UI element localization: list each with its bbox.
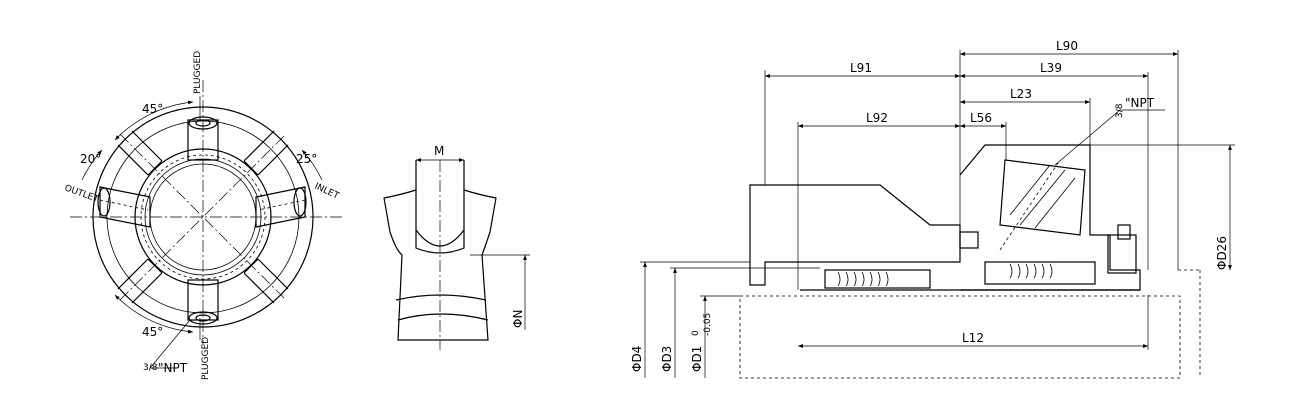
dim-l56-label: L56	[970, 111, 992, 125]
angle-right-label: 25°	[296, 152, 317, 166]
npt-label-section: "NPT	[1125, 96, 1155, 110]
dim-d1-label: ΦD1	[690, 346, 704, 372]
dim-l39-label: L39	[1040, 61, 1062, 75]
dim-d26-label: ΦD26	[1215, 236, 1229, 270]
dim-l90-label: L90	[1056, 39, 1078, 53]
inlet-label: INLET	[313, 182, 341, 202]
dim-m-label: M	[434, 144, 444, 158]
gland-detail: M ΦN	[383, 144, 530, 350]
dim-d4-label: ΦD4	[630, 346, 644, 372]
angle-top-label: 45°	[142, 102, 163, 116]
dim-d1-tol-upper: 0	[691, 330, 701, 336]
plugged-bottom-label: PLUGGED	[201, 337, 211, 380]
end-view: 45° 45° 20° 25° PLUGGED PLUGGED OUTLET I…	[63, 51, 345, 380]
npt-fraction-end: 3/8	[143, 363, 158, 373]
npt-fraction-section: 3/8	[1115, 103, 1125, 118]
angle-left-label: 20°	[80, 152, 101, 166]
dim-l92-label: L92	[866, 111, 888, 125]
npt-label-end: "NPT	[158, 361, 188, 375]
dim-l91-label: L91	[850, 61, 872, 75]
section-view: L90 L91 L39 L23 L92 L56 L12 ΦD26 3/8 "NP…	[630, 39, 1235, 379]
dim-l12-label: L12	[962, 331, 984, 345]
plugged-top-label: PLUGGED	[193, 51, 203, 94]
dim-n-label: ΦN	[511, 310, 525, 328]
dim-l23-label: L23	[1010, 87, 1032, 101]
outlet-label: OUTLET	[63, 183, 100, 205]
dim-d3-label: ΦD3	[660, 346, 674, 372]
angle-bottom-label: 45°	[142, 325, 163, 339]
dim-d1-tol-lower: -0.05	[703, 313, 713, 336]
